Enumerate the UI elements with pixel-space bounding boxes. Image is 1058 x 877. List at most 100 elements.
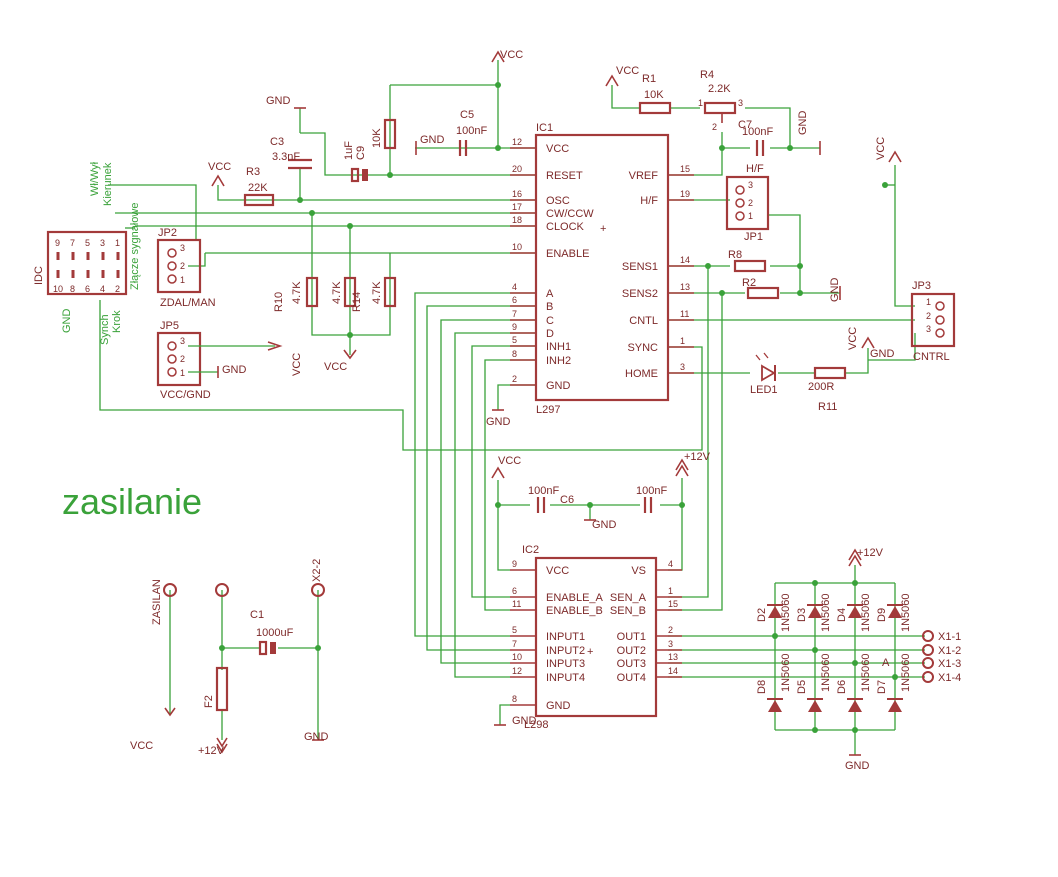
c7-name: C7 [738,119,752,131]
ic2-pin-name-13: OUT3 [617,658,646,670]
fuse-f2: F2 [203,666,229,712]
r10-name: R10 [273,292,285,312]
vcc-ic2: VCC [498,455,521,467]
resistors: R1 10K R4 2.2K 1 3 2 R3 22K R8 R2 200R R… [243,69,847,413]
c5-name: C5 [460,109,474,121]
vcc-power: VCC [130,740,153,752]
idc-pin-7: 7 [70,238,75,248]
vcc-r3: VCC [208,161,231,173]
ic1-pin-name-4: A [546,288,554,300]
diode-lower-part-2: 1N5060 [860,653,872,692]
x1-1-label: X1-1 [938,631,961,643]
ic1-pin-name-5: INH1 [546,341,571,353]
x1-2-label: X1-2 [938,645,961,657]
jp2-name: JP2 [158,227,177,239]
vcc-r11: VCC [847,327,859,350]
c6b-value: 100nF [636,485,667,497]
jp3-label: CNTRL [913,351,950,363]
ic2-pin-name-7: INPUT2 [546,645,585,657]
gnd-power: GND [304,731,329,743]
ic1-pin-num-6: 6 [512,295,517,305]
diode-lower-0 [768,700,782,712]
pot-pin-1: 1 [698,98,703,108]
r11-value: 200R [808,381,834,393]
gnd-bridge: GND [845,760,870,772]
ic1-pin-name-19: H/F [640,195,658,207]
c3-name: C3 [270,136,284,148]
idc-connector: 9 7 5 3 1 10 8 6 4 2 IDC Wł/Wył Kierunek… [33,161,141,345]
jp3-name: JP3 [912,280,931,292]
idc-signal-sync: Synch [99,314,111,345]
idc-signal-header: Złącze sygnałowe [129,203,141,290]
ic2-left-pins: 9VCC6ENABLE_A11ENABLE_B5INPUT17INPUT210I… [510,559,604,712]
ic2-pin-num-2: 2 [668,625,673,635]
ic2-pin-name-1: SEN_A [610,592,647,604]
ic1-pin-num-10: 10 [512,242,522,252]
jp2-pin-1: 1 [180,275,185,285]
jp5-name: JP5 [160,320,179,332]
diode-upper-name-3: D9 [876,608,888,622]
diode-upper-name-1: D3 [796,608,808,622]
jp1-name: JP1 [744,231,763,243]
ic2-pin-name-12: INPUT4 [546,672,585,684]
idc-signal-onoff: Wł/Wył [89,161,101,196]
ic1-part: L297 [536,404,560,416]
diode-upper-name-2: D4 [836,608,848,622]
diode-lower-name-1: D5 [796,680,808,694]
vcc-jp3: VCC [875,137,887,160]
ic1-pin-num-7: 7 [512,309,517,319]
jp2-label: ZDAL/MAN [160,297,216,309]
jp2-pin-3: 3 [180,243,185,253]
diode-upper-part-1: 1N5060 [820,593,832,632]
ic2-pin-name-6: ENABLE_A [546,592,604,604]
ic2-pin-num-8: 8 [512,694,517,704]
svg-text:+: + [600,223,606,235]
c9-value: 1uF [343,141,355,160]
ic1-pin-num-13: 13 [680,282,690,292]
ic2-pin-num-9: 9 [512,559,517,569]
ic1-pin-name-10: ENABLE [546,248,589,260]
gnd-ic2: GND [512,715,537,727]
jp5-pin-1: 1 [180,368,185,378]
idc-pin-9: 9 [55,238,60,248]
ic2-pin-num-12: 12 [512,666,522,676]
ic1-pin-num-20: 20 [512,164,522,174]
ic1-pin-num-19: 19 [680,189,690,199]
r3-name: R3 [246,166,260,178]
rn2-value: 4.7K [331,281,343,304]
diode-upper-0 [768,606,782,618]
jp5-pin-2: 2 [180,354,185,364]
ic1-pin-name-9: D [546,328,554,340]
c3-value: 3.3nF [272,151,300,163]
v12-bridge: +12V [857,547,884,559]
diode-upper-part-0: 1N5060 [780,593,792,632]
jp1-pin-1: 1 [748,211,753,221]
jp3-pin-3: 3 [926,324,931,334]
ic1-pin-name-3: HOME [625,368,658,380]
r8-name: R8 [728,249,742,261]
jp3-pin-1: 1 [926,297,931,307]
ic2-pin-name-3: OUT2 [617,645,646,657]
vcc-jp5: VCC [291,353,303,376]
idc-pin-4: 4 [100,284,105,294]
ic1-pin-num-4: 4 [512,282,517,292]
idc-pin-5: 5 [85,238,90,248]
vcc-top: VCC [500,49,523,61]
diode-lower-3 [888,700,902,712]
idc-pin-8: 8 [70,284,75,294]
ic1-right-pins: 15VREF19H/F14SENS113SENS211CNTL1SYNC3HOM… [622,164,694,380]
r11-name: R11 [818,401,837,413]
ic2-part: L298 [524,719,548,731]
rn3-name: R14 [351,292,363,312]
ic1-pin-name-12: VCC [546,143,569,155]
ic2-pin-name-10: INPUT3 [546,658,585,670]
idc-name: IDC [33,266,45,285]
c6-name: C6 [560,494,574,506]
ic2-pin-name-2: OUT1 [617,631,646,643]
diode-lower-name-0: D8 [756,680,768,694]
c1-name: C1 [250,609,264,621]
r1-name: R1 [642,73,656,85]
ic1-pin-num-5: 5 [512,335,517,345]
ic2-pin-name-15: SEN_B [610,605,646,617]
r1-value: 10K [644,89,664,101]
